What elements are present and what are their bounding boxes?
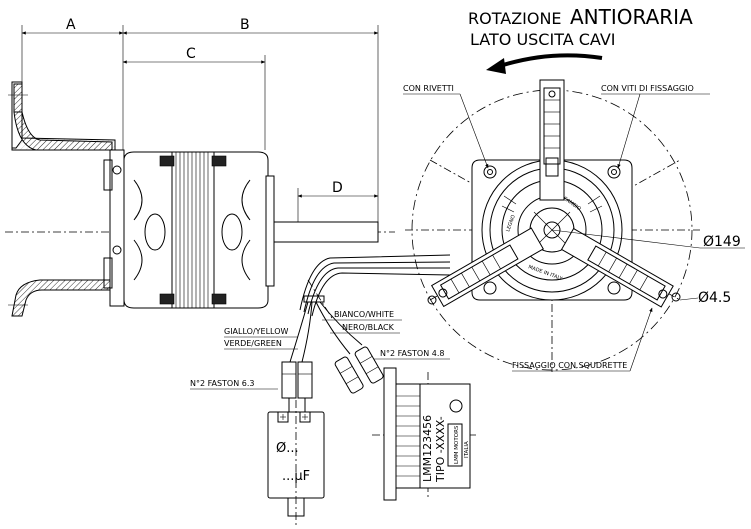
faston-48-label: N°2 FASTON 4.8	[380, 349, 444, 358]
flange-hole-top-right	[607, 165, 621, 179]
rotation-arrow-icon	[499, 53, 603, 68]
bracket-hole-right	[671, 292, 681, 302]
bolt-circle	[411, 89, 693, 371]
top-mounting-bracket	[539, 79, 565, 201]
motor-front-view: CAMBIO LEGNO MADE IN ITALY	[405, 79, 700, 372]
rotation-side-label: LATO USCITA CAVI	[470, 30, 616, 49]
rotation-note: ROTAZIONE ANTIORARIA LATO USCITA CAVI	[468, 5, 693, 74]
bracket-hole-left	[427, 295, 437, 305]
capacitor: Ø... ...μF	[267, 400, 325, 525]
lower-mounting-bracket	[11, 279, 113, 317]
plate-tipo: TIPO -XXXX-	[434, 416, 447, 483]
callout-rivets: CON RIVETTI	[403, 84, 454, 93]
plate-model: LMM123456	[421, 415, 434, 482]
wire-yellow-label: GIALLO/YELLOW	[224, 327, 289, 336]
front-view-callouts: CON RIVETTI CON VITI DI FISSAGGIO Ø149 Ø…	[403, 84, 745, 372]
dimension-b-label: B	[240, 17, 250, 33]
callout-screws: CON VITI DI FISSAGGIO	[601, 84, 694, 93]
motor-side-view	[5, 81, 395, 317]
callout-brackets: FISSAGGIO CON SQUDRETTE	[512, 361, 627, 370]
dimension-d-label: D	[332, 180, 343, 196]
shaft-end	[543, 221, 561, 239]
wire-white-label: BIANCO/WHITE	[334, 310, 394, 319]
wire-black-label: NERO/BLACK	[342, 323, 395, 332]
wiring-harness	[289, 254, 451, 363]
faston-6-3-connectors	[281, 361, 313, 412]
wire-green-label: VERDE/GREEN	[224, 339, 282, 348]
plate-brand: LMM MOTORS	[454, 425, 460, 464]
flange-hole-bottom-right	[607, 281, 621, 295]
faston-4-8-connectors	[334, 346, 384, 394]
right-end-bell	[265, 175, 275, 287]
faston-63-label: N°2 FASTON 6.3	[190, 379, 254, 388]
motor-shaft	[273, 221, 379, 243]
wire-labels: GIALLO/YELLOW VERDE/GREEN BIANCO/WHITE N…	[190, 310, 450, 390]
diameter-149-label: Ø149	[703, 234, 741, 250]
flange-hole-top-left	[483, 165, 497, 179]
stator-laminations	[159, 151, 227, 309]
terminal-label-plate: LMM123456 TIPO -XXXX- LMM MOTORS ITALIA	[372, 367, 478, 501]
plate-country: ITALIA	[464, 441, 470, 458]
dimension-lines: A B C D	[21, 17, 379, 222]
rotation-prefix: ROTAZIONE	[468, 9, 562, 28]
left-mounting-bracket	[431, 227, 544, 308]
capacitor-symbol: Ø...	[276, 441, 299, 456]
right-mounting-bracket	[560, 227, 674, 308]
ce-mark-icon	[449, 399, 463, 413]
cable-tie	[303, 295, 325, 303]
diameter-4-5-label: Ø4.5	[698, 290, 731, 306]
dimension-a-label: A	[66, 17, 76, 33]
rotation-arrowhead-icon	[486, 58, 506, 74]
rotation-direction: ANTIORARIA	[570, 5, 693, 29]
flange-hole-bottom-left	[483, 281, 497, 295]
hub-mark-left: LEGNO	[505, 214, 517, 233]
dimension-c-label: C	[186, 46, 196, 62]
